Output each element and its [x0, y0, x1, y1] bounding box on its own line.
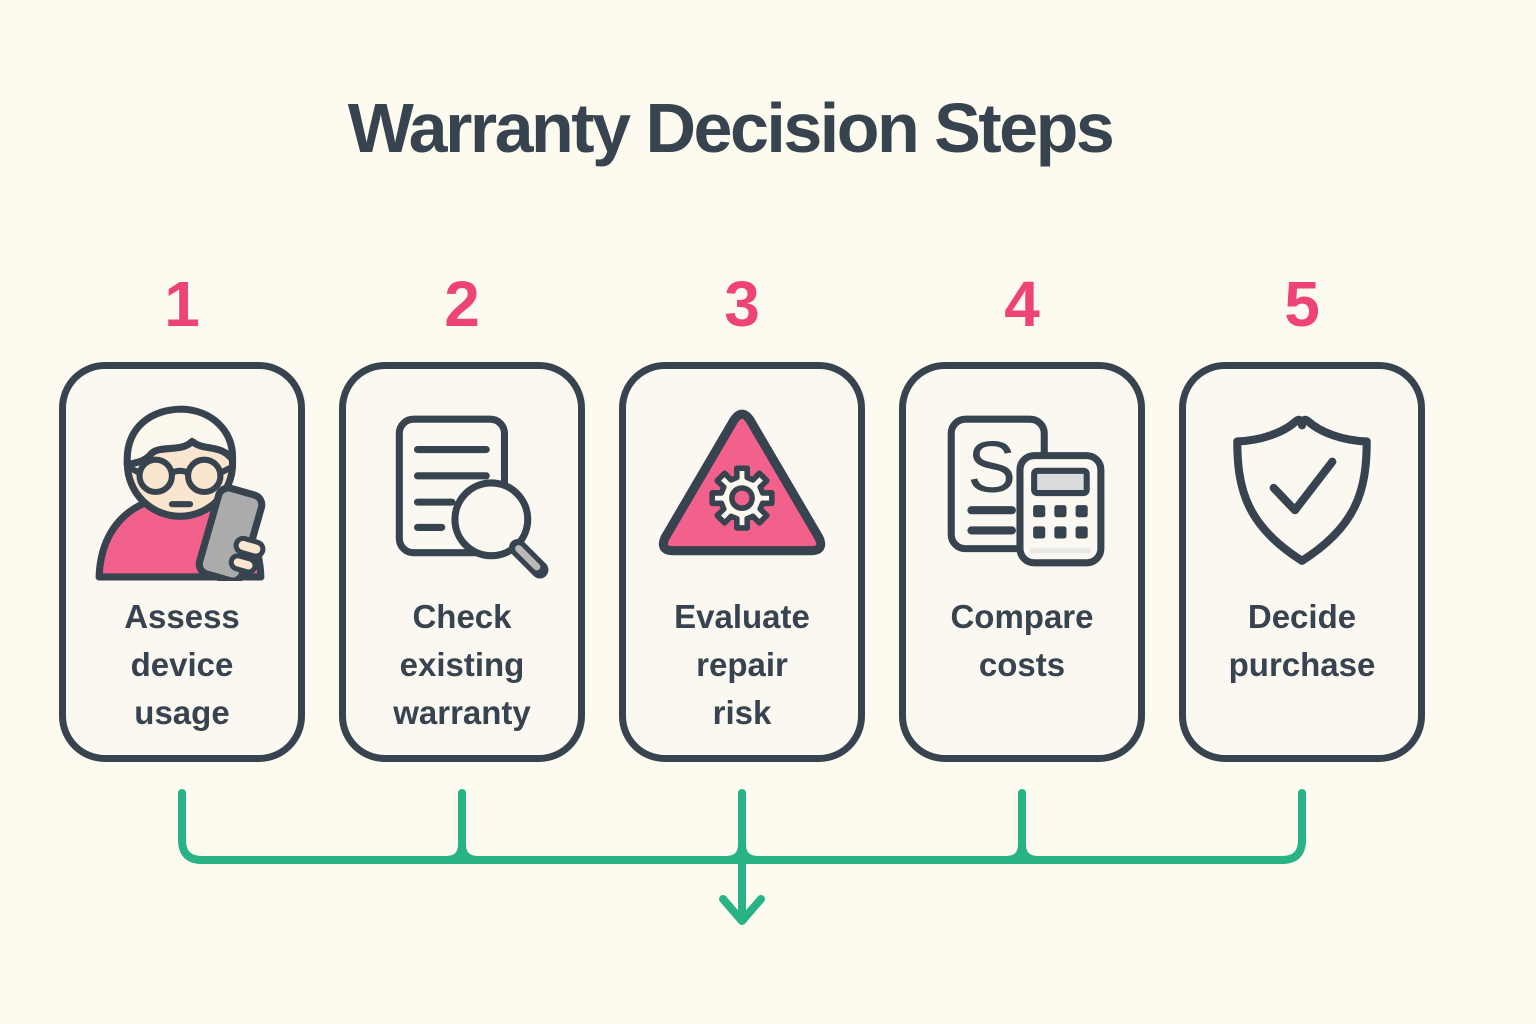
step-2: 2 Check existin — [339, 272, 585, 762]
step-4-number: 4 — [1004, 268, 1040, 340]
step-2-label: Check existing warranty — [393, 598, 531, 731]
page-title: Warranty Decision Steps — [347, 89, 1115, 167]
step-3-card: Evaluate repair risk — [619, 362, 865, 762]
step-2-number: 2 — [444, 268, 480, 340]
step-3: 3 Evaluate repair risk — [619, 272, 865, 762]
step-5: 5 Decide purchase — [1179, 272, 1425, 762]
steps-row: 1 — [59, 272, 1425, 762]
step-4-card: S — [899, 362, 1145, 762]
shield-check-icon — [1211, 395, 1393, 585]
step-2-card: Check existing warranty — [339, 362, 585, 762]
step-1: 1 — [59, 272, 305, 762]
invoice-calculator-icon: S — [931, 395, 1113, 585]
elderly-person-phone-icon — [91, 395, 273, 585]
step-1-number: 1 — [164, 268, 200, 340]
step-4: 4 S — [899, 272, 1145, 762]
step-3-label: Evaluate repair risk — [674, 598, 810, 731]
warning-triangle-gear-icon — [651, 395, 833, 585]
step-5-card: Decide purchase — [1179, 362, 1425, 762]
step-1-card: Assess device usage — [59, 362, 305, 762]
step-5-number: 5 — [1284, 268, 1320, 340]
step-5-label: Decide purchase — [1228, 598, 1376, 683]
document-magnifier-icon — [371, 395, 553, 585]
step-3-number: 3 — [724, 268, 760, 340]
step-4-label: Compare costs — [950, 598, 1094, 683]
step-1-label: Assess device usage — [124, 598, 240, 731]
svg-text:S: S — [967, 427, 1016, 508]
